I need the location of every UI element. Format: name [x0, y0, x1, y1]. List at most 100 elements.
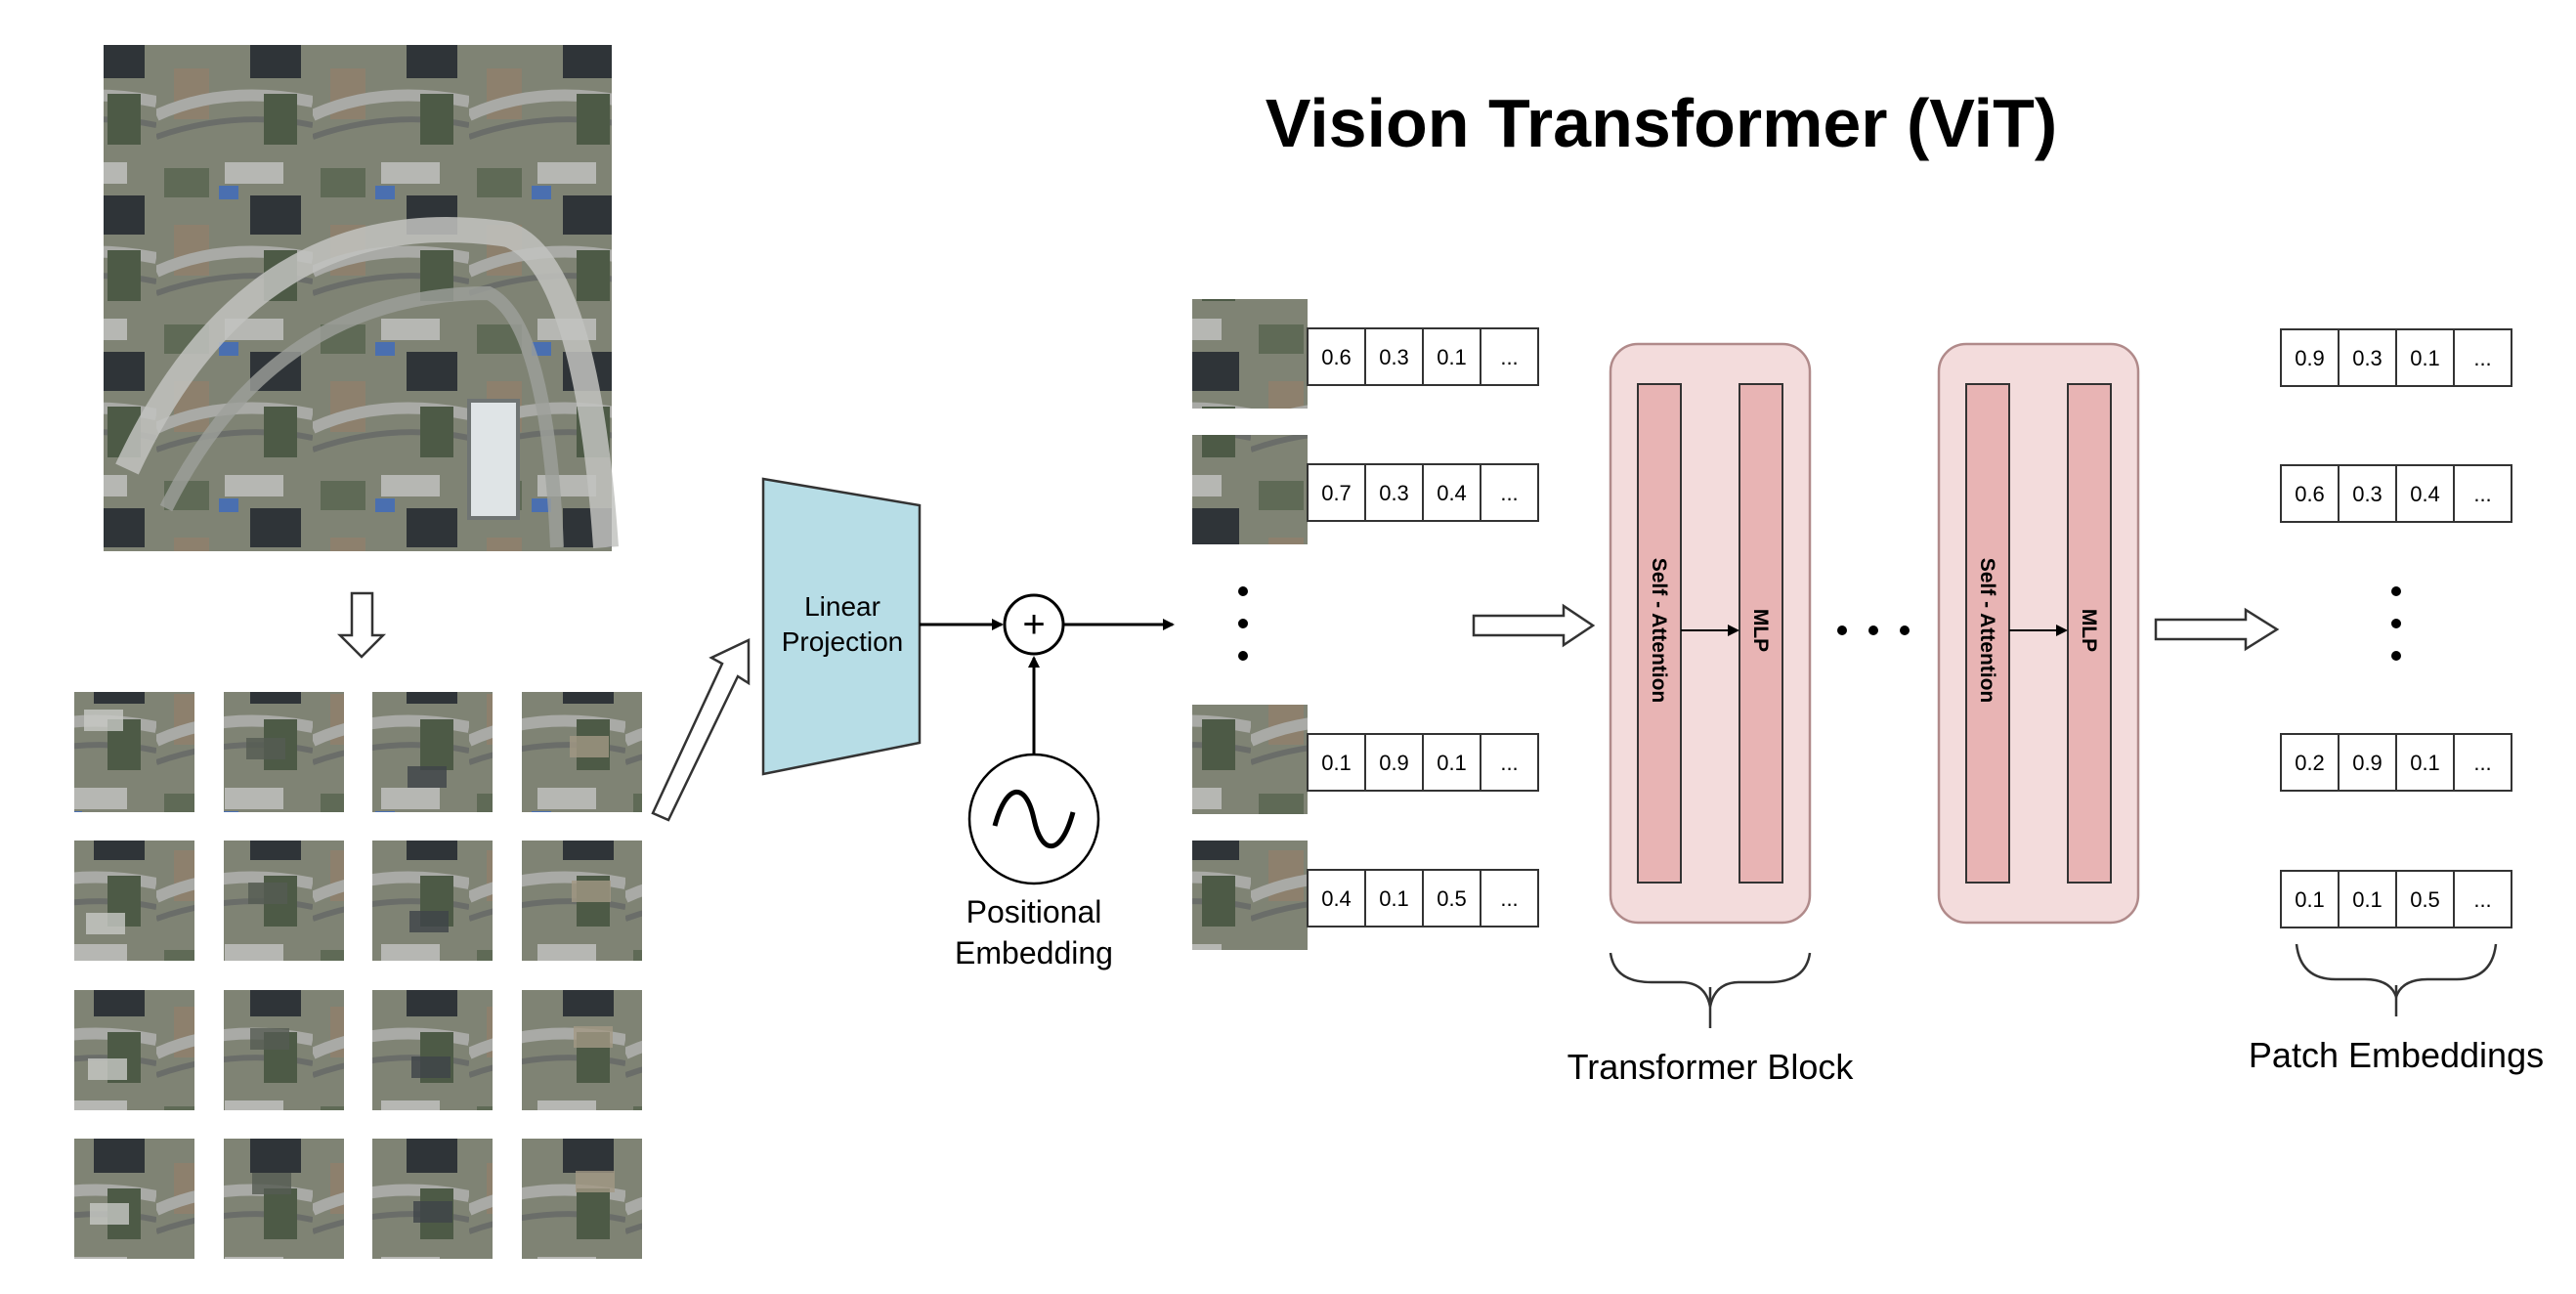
mlp-layer	[2067, 383, 2112, 884]
embedding-cell	[1307, 327, 1366, 386]
embedding-value: 0.1	[2410, 346, 2440, 370]
self-attention-label: Self - Attention	[1976, 558, 1998, 704]
embedding-value: ...	[2473, 482, 2491, 506]
image-patch	[372, 1139, 493, 1259]
split-arrow	[336, 591, 387, 659]
input-token: 0.1 0.9 0.1...	[1192, 705, 1539, 814]
embedding-value: 0.7	[1321, 481, 1352, 505]
embedding-cell	[1307, 733, 1366, 792]
embedding-cell	[2338, 870, 2397, 928]
self-attention-layer	[1637, 383, 1682, 884]
embedding-value: 0.1	[1379, 886, 1409, 911]
embedding-value: 0.9	[2295, 346, 2325, 370]
embedding-value: 0.1	[2295, 887, 2325, 912]
image-patch	[522, 1139, 642, 1259]
image-patch	[522, 692, 642, 812]
image-patch	[224, 841, 344, 961]
linear-projection-block	[761, 477, 922, 776]
input-token: 0.6 0.3 0.1...	[1192, 299, 1539, 409]
embedding-cell	[2395, 328, 2455, 387]
tokens-to-transformer-arrow	[1472, 603, 1596, 648]
embedding-value: ...	[2473, 887, 2491, 912]
embedding-cell	[2453, 464, 2512, 523]
embedding-value: 0.5	[2410, 887, 2440, 912]
embedding-cell	[2280, 464, 2340, 523]
patch-thumbnail	[1192, 705, 1308, 814]
embedding-value: 0.5	[1437, 886, 1467, 911]
linear-projection-label-line1: Linear	[804, 591, 880, 622]
embedding-value: 0.2	[2295, 751, 2325, 775]
patch-thumbnail	[1192, 435, 1308, 544]
embedding-value: 0.3	[2352, 346, 2383, 370]
input-ellipsis	[1238, 586, 1248, 661]
image-patch	[74, 841, 194, 961]
embedding-value: 0.1	[2410, 751, 2440, 775]
positional-embedding-label-line2: Embedding	[955, 935, 1113, 970]
embedding-cell	[1480, 463, 1539, 522]
embedding-value: 0.3	[1379, 345, 1409, 369]
input-embedding-row: 0.1 0.9 0.1...	[1307, 733, 1539, 792]
embedding-value: ...	[1500, 751, 1518, 775]
embedding-cell	[1364, 463, 1424, 522]
self-attention-layer	[1965, 383, 2010, 884]
embedding-value: 0.9	[2352, 751, 2383, 775]
embedding-value: ...	[1500, 345, 1518, 369]
diagram-title: Vision Transformer (ViT)	[1266, 85, 2057, 161]
embedding-cell	[2280, 870, 2340, 928]
image-patch	[224, 990, 344, 1110]
embedding-value: ...	[1500, 481, 1518, 505]
embedding-cell	[1307, 869, 1366, 927]
embedding-cell	[1422, 327, 1481, 386]
embedding-value: 0.1	[1437, 751, 1467, 775]
output-ellipsis	[2391, 586, 2401, 661]
transformer-block: Self - Attention MLP	[1937, 342, 2140, 925]
embedding-value: 0.4	[1437, 481, 1467, 505]
image-patch	[372, 692, 493, 812]
patch-embeddings-label: Patch Embeddings	[2249, 1035, 2544, 1075]
embedding-cell	[2395, 464, 2455, 523]
image-patch	[224, 692, 344, 812]
embedding-value: 0.3	[1379, 481, 1409, 505]
image-patch	[74, 990, 194, 1110]
mlp-label: MLP	[2078, 609, 2100, 652]
embedding-cell	[2453, 733, 2512, 792]
embedding-value: ...	[2473, 751, 2491, 775]
embedding-cell	[1422, 463, 1481, 522]
patches-to-projection-arrow	[651, 638, 751, 822]
self-attention-label: Self - Attention	[1648, 558, 1670, 704]
blocks-ellipsis	[1837, 625, 1910, 635]
embedding-cell	[1422, 733, 1481, 792]
image-patch	[522, 841, 642, 961]
linear-projection-label-line2: Projection	[782, 626, 904, 657]
input-token: 0.7 0.3 0.4...	[1192, 435, 1539, 544]
embedding-value: 0.3	[2352, 482, 2383, 506]
patch-thumbnail	[1192, 299, 1308, 409]
transformer-block-label: Transformer Block	[1567, 1047, 1855, 1087]
embedding-value: 0.4	[1321, 886, 1352, 911]
embedding-value: 0.9	[1379, 751, 1409, 775]
transformer-to-output-arrow	[2154, 607, 2280, 652]
image-patch	[372, 990, 493, 1110]
image-patch	[224, 1139, 344, 1259]
embedding-cell	[2395, 733, 2455, 792]
patch-thumbnail	[1192, 841, 1308, 950]
positional-embedding-label-line1: Positional	[966, 894, 1102, 929]
input-image	[104, 45, 619, 551]
embedding-cell	[2280, 328, 2340, 387]
embedding-cell	[1364, 327, 1424, 386]
sum-symbol: +	[1022, 603, 1045, 646]
embedding-cell	[1480, 327, 1539, 386]
embedding-value: 0.1	[1437, 345, 1467, 369]
embedding-cell	[2395, 870, 2455, 928]
embedding-value: 0.6	[1321, 345, 1352, 369]
embedding-cell	[2338, 733, 2397, 792]
embedding-value: 0.1	[1321, 751, 1352, 775]
sine-wave-icon	[992, 789, 1076, 849]
